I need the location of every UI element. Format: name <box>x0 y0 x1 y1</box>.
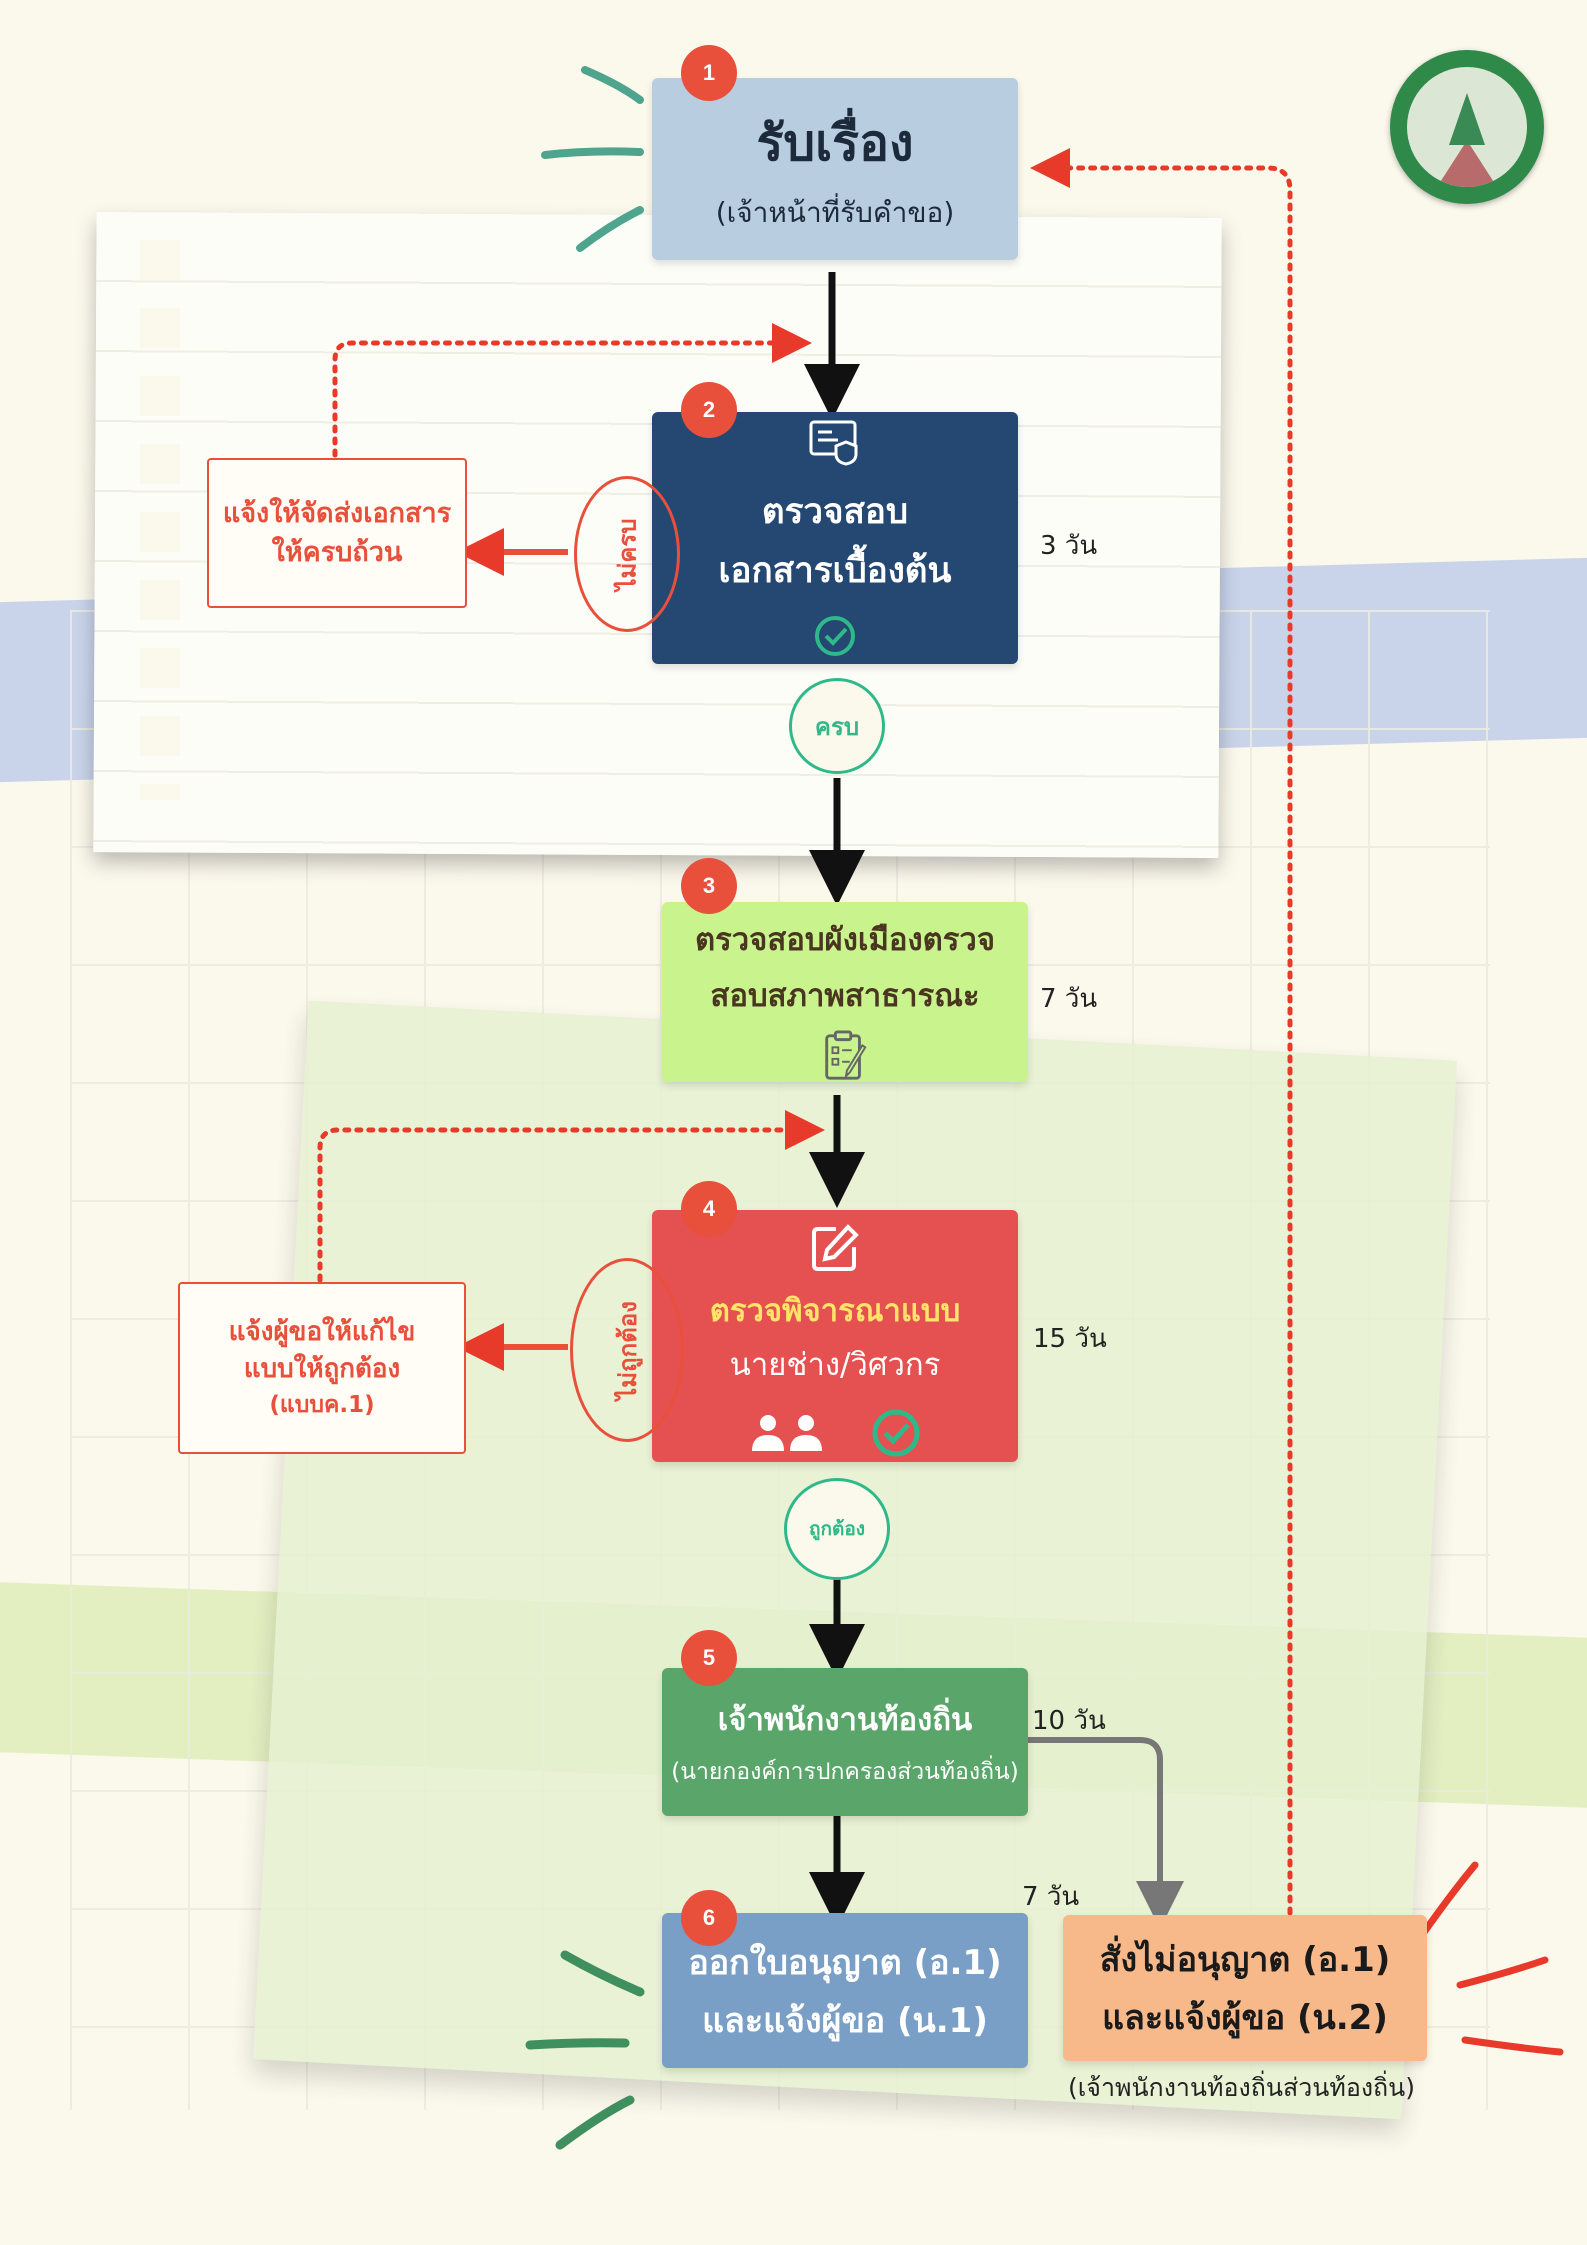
step-4-line2: นายช่าง/วิศวกร <box>729 1347 941 1383</box>
label-incomplete-text: ไม่ครบ <box>613 517 642 591</box>
step-2-line1: ตรวจสอบ <box>761 492 909 532</box>
users-icon <box>752 1415 822 1451</box>
step-6-line2: และแจ้งผู้ขอ (น.1) <box>702 2000 988 2041</box>
step-1-box: รับเรื่อง (เจ้าหน้าที่รับคำขอ) <box>652 78 1018 260</box>
note-incomplete: แจ้งให้จัดส่งเอกสาร ให้ครบถ้วน <box>207 458 467 608</box>
note-1-line1: แจ้งให้จัดส่งเอกสาร <box>222 497 452 529</box>
note-1-line2: ให้ครบถ้วน <box>271 537 403 568</box>
step-1-subtitle: (เจ้าหน้าที่รับคำขอ) <box>715 195 955 229</box>
step-4-icons <box>748 1407 922 1459</box>
step-3-box: ตรวจสอบผังเมืองตรวจ สอบสภาพสาธารณะ <box>662 902 1028 1082</box>
step-2-line2: เอกสารเบื้องต้น <box>718 551 952 591</box>
step-6-days: 7 วัน <box>1022 1882 1080 1912</box>
check-circle-icon <box>815 616 855 656</box>
label-correct: ถูกต้อง <box>784 1478 890 1580</box>
step-5-badge: 5 <box>681 1630 737 1686</box>
step-5-days: 10 วัน <box>1032 1706 1106 1736</box>
reject-box: สั่งไม่อนุญาต (อ.1) และแจ้งผู้ขอ (น.2) <box>1063 1915 1427 2061</box>
edit-icon <box>812 1224 859 1271</box>
label-complete: ครบ <box>789 678 885 774</box>
logo <box>1390 50 1544 204</box>
logo-road <box>1437 145 1497 187</box>
label-incorrect-text: ไม่ถูกต้อง <box>613 1300 642 1400</box>
clipboard-checklist-icon <box>825 1030 867 1080</box>
label-incomplete: ไม่ครบ <box>574 476 680 632</box>
logo-inner <box>1407 67 1527 187</box>
dotted-loop-note2 <box>317 1110 825 1283</box>
check-circle-icon <box>872 1409 920 1457</box>
step-4-line1: ตรวจพิจารณาแบบ <box>709 1293 961 1329</box>
step-2-days: 3 วัน <box>1040 531 1098 561</box>
step-3-line2: สอบสภาพสาธารณะ <box>710 978 980 1014</box>
label-complete-text: ครบ <box>814 712 860 741</box>
step-1-title: รับเรื่อง <box>756 113 914 172</box>
label-incorrect: ไม่ถูกต้อง <box>570 1258 684 1442</box>
step-3-line1: ตรวจสอบผังเมืองตรวจ <box>694 922 995 958</box>
step-2-box: ตรวจสอบ เอกสารเบื้องต้น <box>652 412 1018 664</box>
dotted-loop-reject <box>1030 148 1293 1916</box>
note-2-line1: แจ้งผู้ขอให้แก้ไข <box>228 1316 416 1347</box>
bg-paper-holes <box>140 240 180 800</box>
step-3-badge: 3 <box>681 858 737 914</box>
step-5-box: เจ้าพนักงานท้องถิ่น (นายกองค์การปกครองส่… <box>662 1668 1028 1816</box>
step-3-days: 7 วัน <box>1040 984 1098 1014</box>
step-6-badge: 6 <box>681 1890 737 1946</box>
reject-line1: สั่งไม่อนุญาต (อ.1) <box>1099 1940 1391 1980</box>
step-4-badge: 4 <box>681 1181 737 1237</box>
step-5-title: เจ้าพนักงานท้องถิ่น <box>717 1702 973 1738</box>
dotted-loop-note1 <box>332 323 812 458</box>
note-2-line3: (แบบค.1) <box>269 1392 375 1419</box>
step-6-line1: ออกใบอนุญาต (อ.1) <box>688 1942 1002 1983</box>
arrow-5-reject <box>1022 1737 1184 1929</box>
step-2-badge: 2 <box>681 382 737 438</box>
brush-strokes <box>525 66 1564 2150</box>
note-2-line2: แบบให้ถูกต้อง <box>243 1354 401 1385</box>
reject-line2: และแจ้งผู้ขอ (น.2) <box>1102 1998 1388 2038</box>
step-1-badge: 1 <box>681 45 737 101</box>
step-4-days: 15 วัน <box>1033 1324 1107 1354</box>
logo-temple <box>1449 93 1485 145</box>
label-correct-text: ถูกต้อง <box>808 1518 866 1540</box>
reject-footnote: (เจ้าพนักงานท้องถิ่นส่วนท้องถิ่น) <box>1068 2073 1416 2102</box>
id-card-shield-icon <box>809 420 858 466</box>
note-incorrect: แจ้งผู้ขอให้แก้ไข แบบให้ถูกต้อง (แบบค.1) <box>178 1282 466 1454</box>
step-4-box: ตรวจพิจารณาแบบ นายช่าง/วิศวกร <box>652 1210 1018 1462</box>
step-5-subtitle: (นายกองค์การปกครองส่วนท้องถิ่น) <box>671 1759 1019 1785</box>
